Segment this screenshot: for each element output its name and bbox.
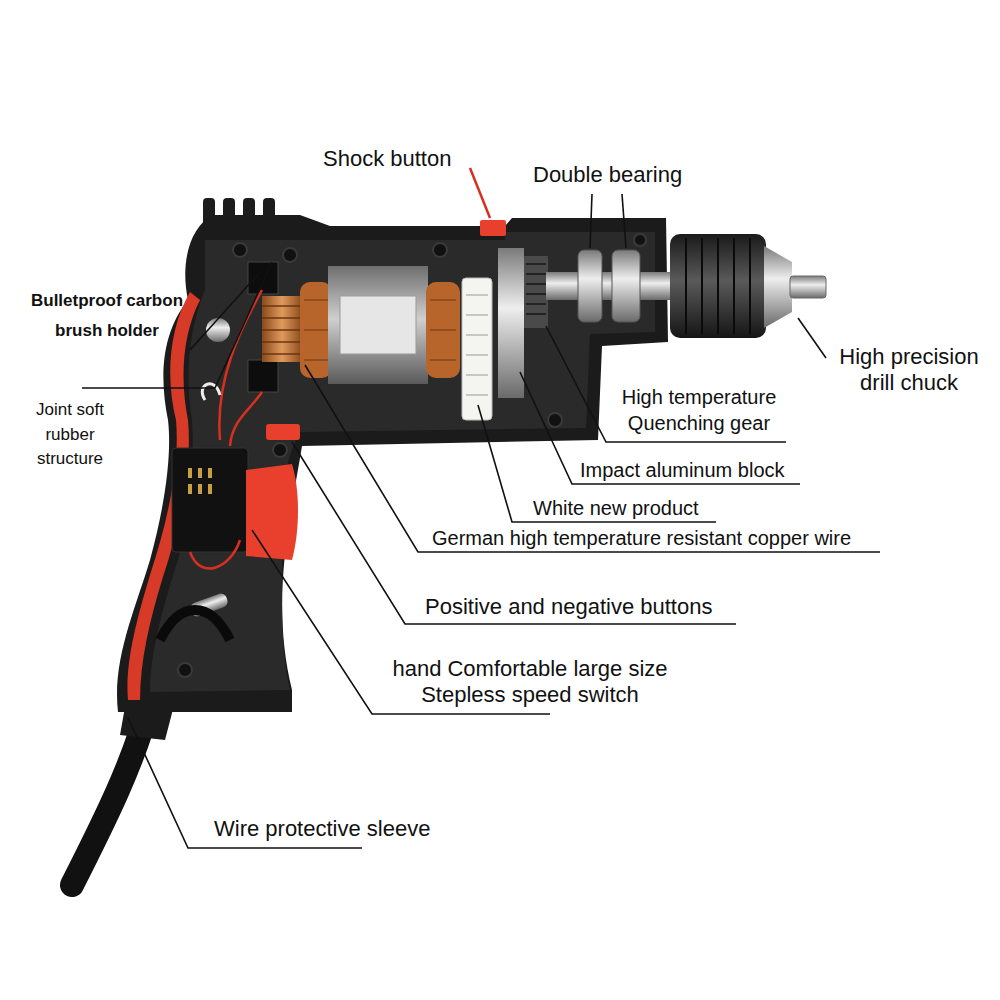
- fan-blade: [466, 354, 488, 356]
- knurl-line: [717, 238, 719, 334]
- screw-boss: [548, 413, 562, 427]
- aluminum-block: [498, 248, 524, 398]
- screw-boss: [273, 443, 287, 457]
- housing-interior: [150, 232, 655, 692]
- fan-blade: [466, 334, 488, 336]
- leader-line: [798, 318, 826, 358]
- fan-blade: [466, 314, 488, 316]
- wire-turn: [304, 359, 328, 360]
- screw-boss: [233, 243, 247, 257]
- armature-winding: [300, 282, 332, 378]
- leader-line: [470, 168, 490, 218]
- knurl-line: [749, 238, 751, 334]
- part-label: Shock button: [323, 146, 451, 172]
- commutator-segments: [262, 306, 302, 354]
- shock-button: [480, 220, 506, 236]
- gear-tooth: [526, 273, 546, 275]
- gear-tooth: [526, 303, 546, 305]
- direction-button: [266, 424, 300, 440]
- switch-pins: [188, 468, 212, 494]
- part-label: Bulletproof carbon brush holder: [18, 286, 196, 346]
- screw-boss: [634, 234, 646, 246]
- pin: [188, 468, 192, 478]
- leader-line: [520, 372, 800, 484]
- leader-line: [190, 270, 262, 350]
- gear-teeth: [526, 264, 546, 314]
- wire-turn: [304, 329, 328, 330]
- segment-line: [262, 341, 302, 343]
- wire: [190, 540, 240, 569]
- chuck-knurling: [686, 238, 750, 334]
- rear-bearing: [206, 318, 230, 342]
- fan-blade: [466, 294, 488, 296]
- segment-line: [262, 329, 302, 331]
- leader-line: [590, 194, 592, 248]
- gear-tooth: [526, 313, 546, 315]
- part-label: Joint soft rubber structure: [18, 398, 122, 472]
- part-label: Impact aluminum block: [580, 458, 785, 482]
- gear-tooth: [526, 293, 546, 295]
- segment-line: [262, 353, 302, 355]
- part-label: Wire protective sleeve: [214, 816, 430, 842]
- commutator: [262, 296, 302, 362]
- white-wire: [202, 384, 220, 400]
- wire-turn: [304, 299, 328, 300]
- brush-holder: [248, 360, 278, 392]
- leader-line: [305, 365, 880, 552]
- armature-winding: [426, 282, 460, 378]
- wire-turn: [430, 299, 456, 300]
- knurl-line: [701, 238, 703, 334]
- segment-line: [262, 317, 302, 319]
- wire-turn: [430, 359, 456, 360]
- part-label: Double bearing: [533, 162, 682, 188]
- gear-tooth: [526, 283, 546, 285]
- stator: [328, 266, 428, 384]
- part-label: High temperature Quenching gear: [608, 384, 790, 436]
- knurl-line: [685, 238, 687, 334]
- pin: [188, 484, 192, 494]
- screw-boss: [433, 243, 447, 257]
- switch-block: [172, 448, 248, 552]
- brush-holder: [248, 262, 278, 294]
- pin: [208, 484, 212, 494]
- pin: [198, 484, 202, 494]
- quenching-gear: [524, 256, 548, 328]
- pin: [208, 468, 212, 478]
- screw-boss: [283, 248, 297, 262]
- trigger-switch: [246, 464, 298, 560]
- stator-core: [340, 296, 416, 354]
- fan-blade: [466, 374, 488, 376]
- drill-bit: [790, 276, 826, 298]
- screw-boss: [178, 663, 192, 677]
- cooling-fan: [462, 278, 492, 420]
- chuck-jaw-sleeve: [764, 246, 792, 328]
- leader-line: [622, 194, 626, 248]
- segment-line: [262, 305, 302, 307]
- wire-turn: [430, 329, 456, 330]
- leader-lines: [82, 168, 880, 848]
- winding-texture: [304, 300, 456, 360]
- gear-tooth: [526, 263, 546, 265]
- part-label: White new product: [533, 496, 699, 520]
- fan-blade: [466, 394, 488, 396]
- part-label: German high temperature resistant copper…: [432, 526, 851, 550]
- part-label: High precision drill chuck: [826, 344, 992, 397]
- part-label: Positive and negative buttons: [425, 594, 712, 620]
- drill-chuck: [670, 234, 766, 338]
- part-label: hand Comfortable large size Stepless spe…: [376, 656, 684, 709]
- bearing: [578, 250, 602, 322]
- knurl-line: [733, 238, 735, 334]
- wire: [230, 392, 262, 446]
- pin: [198, 468, 202, 478]
- cord-inside: [160, 610, 230, 640]
- bearing: [612, 250, 640, 322]
- fan-blades: [466, 295, 488, 395]
